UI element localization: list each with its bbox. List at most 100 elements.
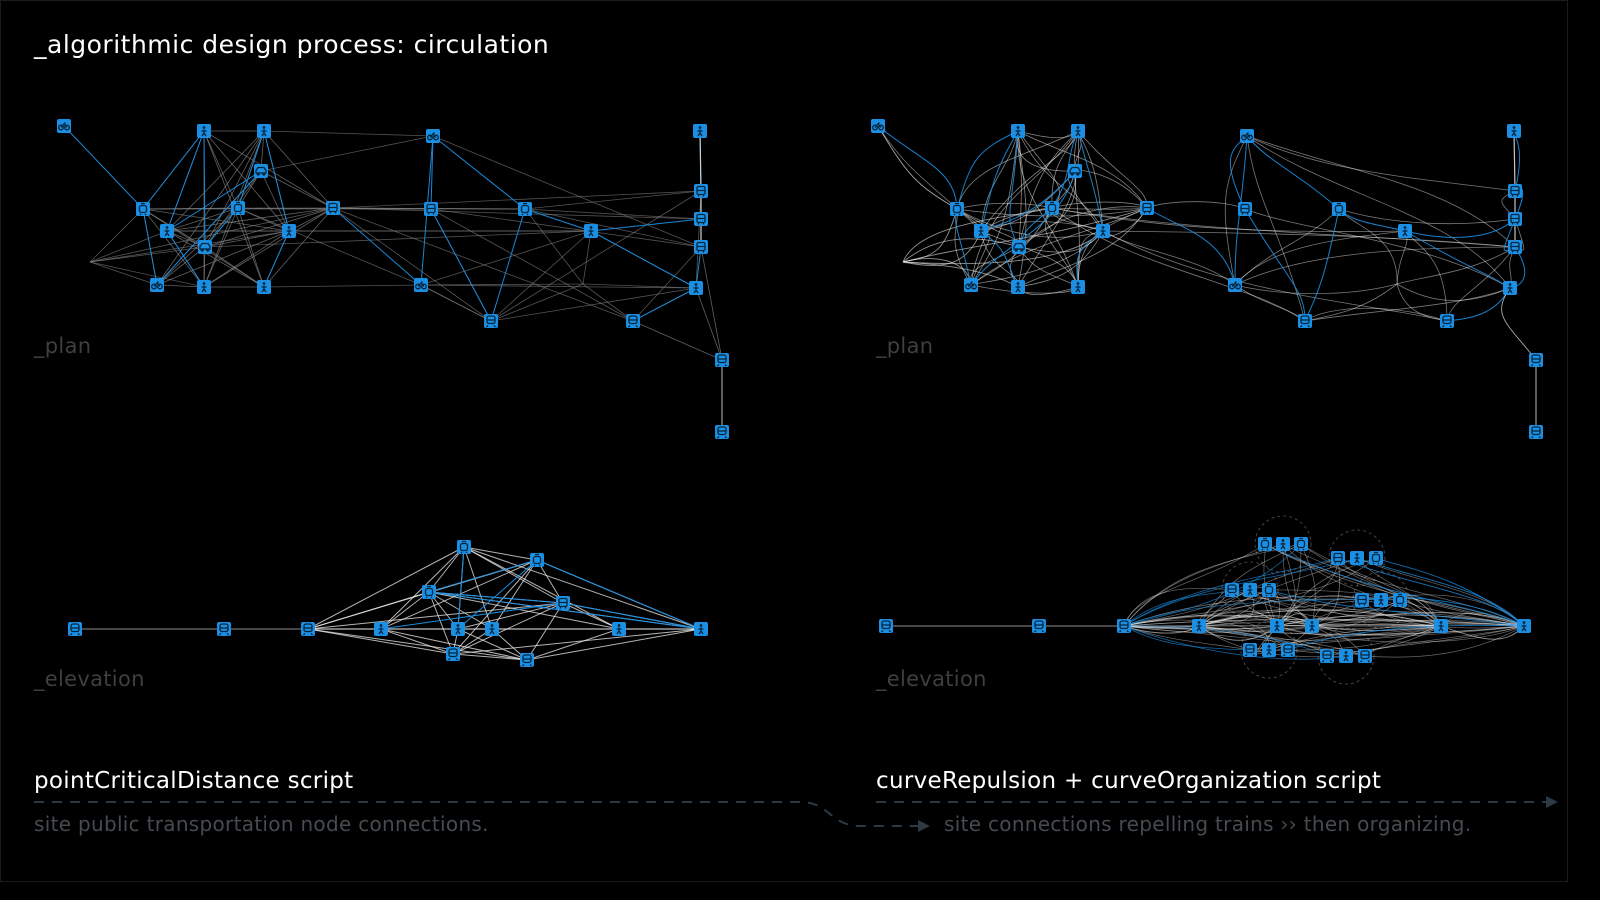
connection-curve bbox=[956, 130, 1019, 210]
connection-edge bbox=[428, 559, 538, 593]
bike-node bbox=[964, 278, 978, 292]
pedestrian-icon bbox=[1075, 126, 1081, 137]
bike-node bbox=[150, 278, 164, 292]
pedestrian-node bbox=[1350, 551, 1364, 565]
car-icon bbox=[199, 242, 211, 252]
connection-curve bbox=[1304, 283, 1398, 322]
pedestrian-node bbox=[1270, 619, 1284, 633]
connection-edge bbox=[463, 546, 538, 561]
connection-curve bbox=[1123, 615, 1278, 627]
train-node bbox=[1320, 649, 1334, 663]
connection-edge bbox=[166, 207, 239, 232]
connection-edge bbox=[562, 602, 702, 630]
bus-icon bbox=[1510, 213, 1520, 225]
tram-node bbox=[518, 202, 532, 216]
connection-curve bbox=[1244, 208, 1511, 289]
connection-curve bbox=[1264, 543, 1525, 627]
connection-curve bbox=[970, 170, 1076, 286]
bike-node bbox=[414, 278, 428, 292]
connection-curve bbox=[1268, 589, 1525, 627]
connection-edge bbox=[430, 208, 492, 322]
pedestrian-node bbox=[689, 281, 703, 295]
connection-curve bbox=[1276, 625, 1525, 643]
pedestrian-node bbox=[1276, 537, 1290, 551]
tram-node bbox=[457, 540, 471, 554]
connection-edge bbox=[524, 208, 584, 285]
tram-icon bbox=[1264, 583, 1274, 597]
connection-curve bbox=[1018, 170, 1077, 248]
bike-icon bbox=[58, 122, 70, 131]
tram-icon bbox=[520, 202, 530, 216]
connection-curve bbox=[1356, 557, 1525, 627]
pedestrian-node bbox=[197, 280, 211, 294]
tram-icon bbox=[138, 202, 148, 216]
pedestrian-icon bbox=[698, 624, 704, 635]
connection-edge bbox=[260, 135, 434, 172]
tram-node bbox=[950, 202, 964, 216]
train-icon bbox=[1300, 315, 1310, 328]
connection-edge bbox=[332, 207, 702, 220]
connection-curve bbox=[1146, 201, 1246, 210]
connection-curve bbox=[1338, 208, 1398, 285]
connection-edge bbox=[428, 591, 454, 655]
connection-edge bbox=[562, 602, 620, 630]
bike-icon bbox=[427, 132, 439, 141]
connection-curve bbox=[1375, 557, 1525, 627]
bus-icon bbox=[1510, 241, 1520, 253]
connection-edge bbox=[524, 208, 702, 248]
right-plan-label: _plan bbox=[876, 334, 934, 358]
bike-icon bbox=[1229, 281, 1241, 290]
connection-curve bbox=[1102, 230, 1236, 286]
connection-curve bbox=[1018, 130, 1079, 248]
repulsion-radius bbox=[1221, 561, 1279, 619]
pedestrian-icon bbox=[1280, 539, 1286, 550]
pedestrian-node bbox=[1011, 124, 1025, 138]
connection-curve bbox=[1337, 557, 1442, 627]
connection-curve bbox=[1246, 135, 1340, 210]
car-icon bbox=[255, 166, 267, 176]
bus-node bbox=[694, 184, 708, 198]
pedestrian-node bbox=[1517, 619, 1531, 633]
car-node bbox=[1068, 164, 1082, 178]
connection-curve bbox=[1396, 246, 1516, 285]
connection-edge bbox=[203, 130, 206, 248]
connection-edge bbox=[526, 628, 702, 661]
bike-icon bbox=[872, 122, 884, 131]
connection-edge bbox=[263, 284, 422, 288]
connection-edge bbox=[452, 628, 702, 655]
connection-curve bbox=[1123, 625, 1366, 657]
connection-edge bbox=[307, 628, 454, 655]
pedestrian-node bbox=[1071, 124, 1085, 138]
connection-edge bbox=[420, 230, 592, 286]
connection-curve bbox=[956, 130, 1079, 210]
pedestrian-icon bbox=[1015, 126, 1021, 137]
connection-edge bbox=[582, 283, 697, 289]
connection-curve bbox=[1404, 218, 1516, 238]
connection-curve bbox=[1017, 130, 1148, 209]
connection-edge bbox=[156, 170, 262, 286]
train-node bbox=[1529, 425, 1543, 439]
connection-edge bbox=[457, 559, 538, 630]
pedestrian-icon bbox=[588, 226, 594, 237]
connection-edge bbox=[263, 130, 290, 232]
connection-curve bbox=[902, 238, 1020, 263]
car-node bbox=[254, 164, 268, 178]
pedestrian-icon bbox=[1378, 595, 1384, 606]
bus-node bbox=[1508, 184, 1522, 198]
tram-icon bbox=[233, 201, 243, 215]
connection-curve bbox=[1198, 557, 1339, 627]
train-icon bbox=[70, 623, 80, 636]
connection-edge bbox=[166, 230, 265, 288]
connection-curve bbox=[1234, 230, 1406, 286]
connection-edge bbox=[536, 559, 702, 630]
tram-node bbox=[136, 202, 150, 216]
dashed-arrows bbox=[34, 796, 1558, 832]
connection-curve bbox=[1396, 283, 1448, 322]
train-icon bbox=[1034, 620, 1044, 633]
pedestrian-icon bbox=[1511, 126, 1517, 137]
connection-curve bbox=[1244, 208, 1306, 322]
connection-edge bbox=[490, 287, 697, 322]
train-icon bbox=[717, 426, 727, 439]
bike-icon bbox=[965, 281, 977, 290]
connection-edge bbox=[380, 628, 454, 655]
